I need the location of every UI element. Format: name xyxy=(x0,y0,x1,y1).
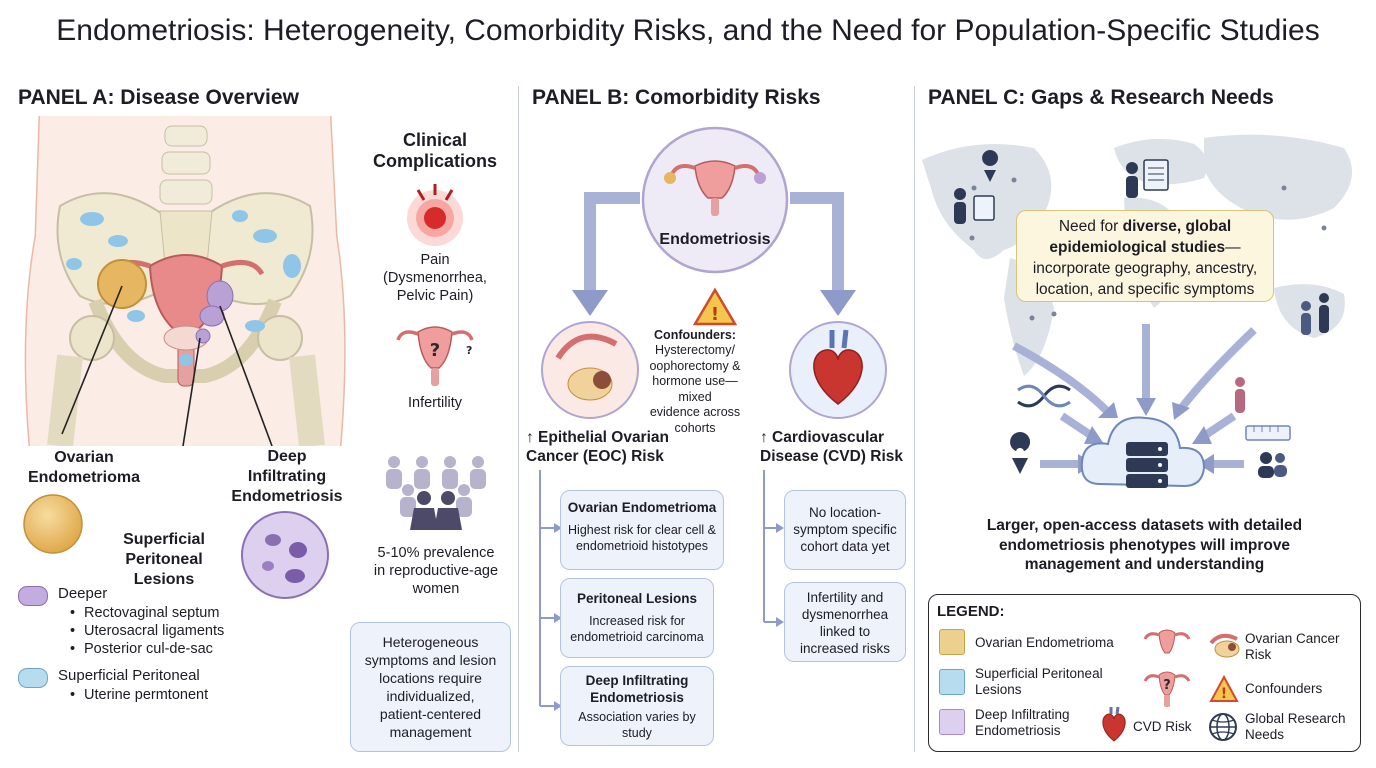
pain-label: Pain (Dysmenorrhea, Pelvic Pain) xyxy=(383,252,487,304)
deep-infiltrating-label: Deep Infiltrating Endometriosis xyxy=(231,448,343,505)
legend-confounders-label: Confounders xyxy=(1245,681,1323,696)
svg-text:!: ! xyxy=(1221,686,1227,702)
legend-swatch-deep xyxy=(939,709,965,735)
deeper-list: Rectovaginal septum Uterosacral ligament… xyxy=(70,604,224,658)
list-item: Posterior cul-de-sac xyxy=(70,640,224,658)
svg-text:?: ? xyxy=(466,344,472,357)
panel-c-heading: PANEL C: Gaps & Research Needs xyxy=(928,86,1274,109)
eoc-box-desc: Association varies by study xyxy=(578,710,696,740)
legend-global-label: Global Research Needs xyxy=(1245,711,1346,742)
eoc-box-desc: Highest risk for clear cell & endometrio… xyxy=(568,523,716,553)
endometriosis-center-label: Endometriosis xyxy=(659,231,771,248)
clinical-complications-title: Clinical Complications xyxy=(372,130,497,171)
legend: LEGEND: Ovarian Endometrioma Superficial… xyxy=(928,594,1361,752)
ovarian-endometrioma-label: Ovarian Endometrioma xyxy=(27,449,140,486)
eoc-box-title: Deep Infiltrating Endometriosis xyxy=(585,673,689,705)
panel-b-heading: PANEL B: Comorbidity Risks xyxy=(532,86,821,109)
deeper-title: Deeper xyxy=(58,585,108,602)
global-studies-callout: Need for diverse, global epidemiological… xyxy=(1016,210,1274,302)
uterus-icon xyxy=(1143,629,1191,654)
comorbidity-flow: ! xyxy=(539,126,887,711)
legend-label: Superficial Peritoneal Lesions xyxy=(975,666,1103,697)
globe-icon xyxy=(1209,713,1237,741)
eoc-box-title: Ovarian Endometrioma xyxy=(567,500,717,515)
heart-icon xyxy=(1102,706,1126,742)
svg-text:?: ? xyxy=(1163,678,1171,693)
svg-text:?: ? xyxy=(430,340,440,361)
legend-title: LEGEND: xyxy=(937,603,1005,620)
legend-swatch-endometrioma xyxy=(939,629,965,655)
legend-ovarian-cancer-label: Ovarian Cancer Risk xyxy=(1245,631,1340,662)
deeper-swatch xyxy=(18,586,48,606)
eoc-risk-label: ↑ Epithelial Ovarian Cancer (EOC) Risk xyxy=(526,429,669,465)
prevalence-label: 5-10% prevalence in reproductive-age wom… xyxy=(373,545,499,597)
cvd-risk-label: ↑ Cardiovascular Disease (CVD) Risk xyxy=(760,429,904,465)
list-item: Uterosacral ligaments xyxy=(70,622,224,640)
panel-a-heading: PANEL A: Disease Overview xyxy=(18,86,299,109)
eoc-box-title: Peritoneal Lesions xyxy=(576,591,698,606)
svg-text:!: ! xyxy=(711,304,719,325)
confounders-text: Hysterectomy/ oophorectomy & hormone use… xyxy=(649,343,741,435)
callout-text-bold: diverse, global epidemiological studies xyxy=(1049,218,1232,256)
cvd-box-infertility: Infertility and dysmenorrhea linked to i… xyxy=(784,582,906,662)
pelvis-illustration xyxy=(24,116,346,446)
ovarian-cancer-icon xyxy=(1209,633,1240,658)
superficial-title: Superficial Peritoneal xyxy=(58,667,200,684)
legend-swatch-superficial xyxy=(939,669,965,695)
deep-lesion-icon xyxy=(241,511,329,599)
infertility-uterus-icon: ? ? xyxy=(396,326,474,386)
superficial-swatch xyxy=(18,668,48,688)
legend-label: Deep Infiltrating Endometriosis xyxy=(975,707,1070,738)
eoc-box-peritoneal: Peritoneal Lesions Increased risk for en… xyxy=(560,578,714,658)
heterogeneous-management-box: Heterogeneous symptoms and lesion locati… xyxy=(350,622,511,752)
endometrioma-icon xyxy=(23,494,83,554)
list-item: Uterine permtonent xyxy=(70,686,208,704)
warning-icon: ! xyxy=(1209,675,1239,702)
cvd-box-no-data: No location- symptom specific cohort dat… xyxy=(784,490,906,570)
divider-b-c xyxy=(914,86,915,752)
superficial-list: Uterine permtonent xyxy=(70,686,208,704)
legend-cvd-label: CVD Risk xyxy=(1133,719,1192,734)
population-icon xyxy=(386,456,486,530)
list-item: Rectovaginal septum xyxy=(70,604,224,622)
eoc-box-desc: Increased risk for endometrioid carcinom… xyxy=(570,614,704,644)
pain-icon xyxy=(407,184,463,246)
world-map-illustration xyxy=(922,134,1352,488)
infertility-label: Infertility xyxy=(408,395,462,411)
page-title: Endometriosis: Heterogeneity, Comorbidit… xyxy=(56,14,1320,47)
callout-text-post: — incorporate geography, ancestry, locat… xyxy=(1032,239,1258,298)
confounders-title: Confounders: xyxy=(654,328,736,342)
legend-label: Ovarian Endometrioma xyxy=(975,635,1114,650)
superficial-peritoneal-label: Superficial Peritoneal Lesions xyxy=(123,531,205,588)
eoc-box-deep: Deep Infiltrating Endometriosis Associat… xyxy=(560,666,714,746)
eoc-box-ovarian: Ovarian Endometrioma Highest risk for cl… xyxy=(560,490,724,570)
divider-a-b xyxy=(518,86,519,752)
dataset-conclusion-text: Larger, open-access datasets with detail… xyxy=(986,517,1303,573)
uterus-question-icon: ? xyxy=(1143,671,1191,707)
callout-text-pre: Need for xyxy=(1058,218,1123,235)
